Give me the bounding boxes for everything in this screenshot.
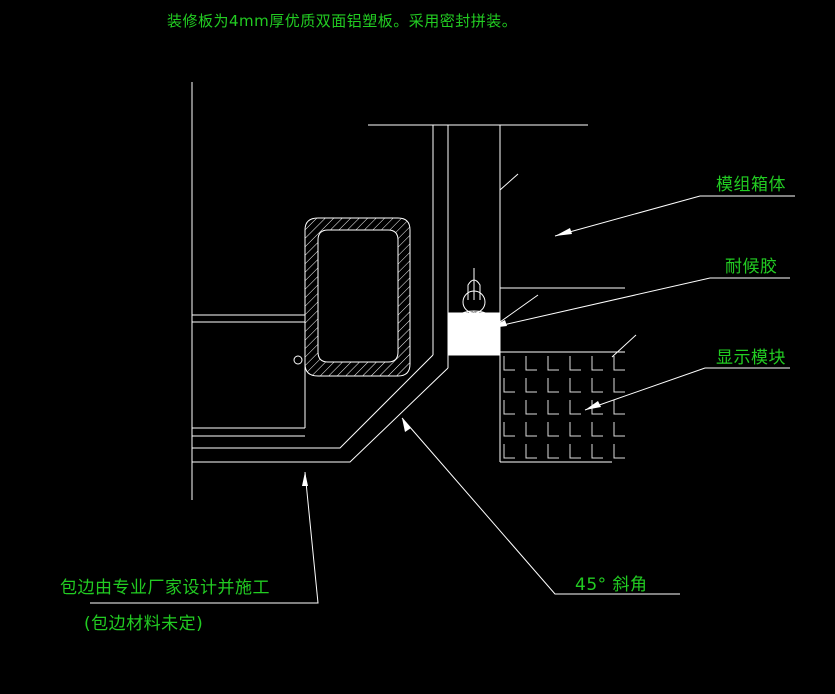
display-module — [500, 352, 625, 462]
display-module-label: 显示模块 — [716, 348, 786, 368]
module-box-label: 模组箱体 — [716, 175, 786, 195]
edging-note: (包边材料未定) — [84, 614, 204, 634]
edging-profile — [192, 354, 434, 449]
sealant-label: 耐候胶 — [725, 257, 778, 277]
bevel-label: 45° 斜角 — [575, 575, 648, 595]
edging-label: 包边由专业厂家设计并施工 — [60, 578, 270, 598]
title-note: 装修板为4mm厚优质双面铝塑板。采用密封拼装。 — [167, 12, 518, 30]
